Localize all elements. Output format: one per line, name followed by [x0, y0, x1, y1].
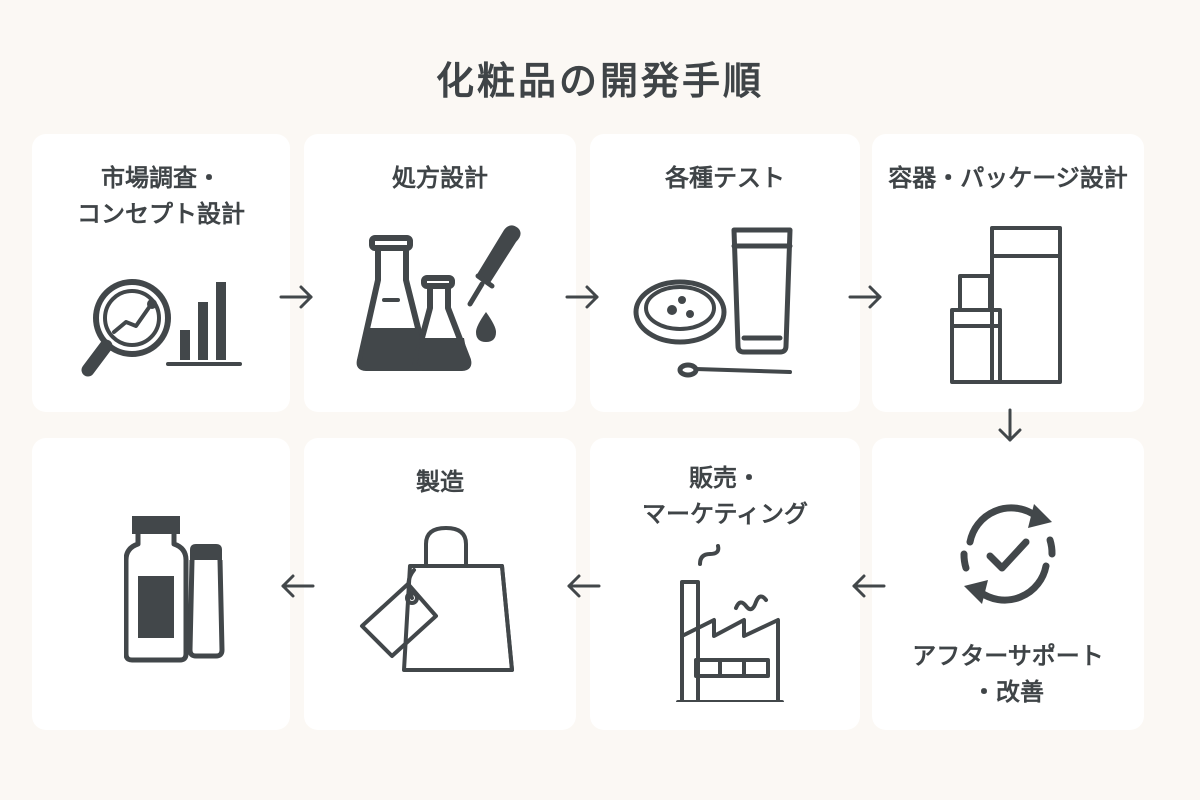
product-bottle-icon: [124, 514, 234, 664]
step-label-line: 容器・パッケージ設計: [888, 164, 1128, 192]
arrow-left-icon: [848, 566, 888, 606]
bottles-icon: [946, 222, 1076, 384]
step-label-line: コンセプト設計: [77, 200, 245, 228]
step-label: 市場調査・ コンセプト設計: [32, 160, 290, 232]
arrow-left-icon: [563, 566, 603, 606]
step-label: 容器・パッケージ設計: [872, 160, 1144, 196]
step-card-testing: 各種テスト: [590, 134, 860, 412]
flask-dropper-icon: [354, 220, 534, 380]
arrow-right-icon: [277, 277, 317, 317]
step-label-line: アフターサポート: [912, 642, 1104, 670]
step-label-line: 販売・: [689, 464, 761, 492]
step-card-formulation: 処方設計: [304, 134, 576, 412]
shopping-bag-tag-icon: [356, 524, 526, 674]
step-label-line: 製造: [416, 468, 464, 496]
step-label: 販売・ マーケティング: [590, 460, 860, 532]
arrow-left-icon: [277, 566, 317, 606]
arrow-right-icon: [563, 277, 603, 317]
step-label: 処方設計: [304, 160, 576, 196]
step-card-market-research: 市場調査・ コンセプト設計: [32, 134, 290, 412]
step-label-line: マーケティング: [641, 500, 809, 528]
arrow-right-icon: [846, 277, 886, 317]
step-card-manufacturing: 製造: [304, 438, 576, 730]
step-card-after-support: アフターサポート ・改善: [872, 438, 1144, 730]
step-label-line: ・改善: [972, 678, 1044, 706]
cycle-check-icon: [952, 498, 1064, 610]
step-label-line: 処方設計: [392, 164, 488, 192]
step-label: 製造: [304, 464, 576, 500]
factory-icon: [674, 542, 794, 702]
arrow-down-icon: [990, 406, 1030, 446]
step-card-packaging: 容器・パッケージ設計: [872, 134, 1144, 412]
step-label-line: 市場調査・: [101, 164, 221, 192]
step-label: アフターサポート ・改善: [872, 638, 1144, 710]
step-card-sales: 販売・ マーケティング: [590, 438, 860, 730]
step-label: 各種テスト: [590, 160, 860, 196]
petri-tube-icon: [630, 220, 830, 380]
step-card-product: [32, 438, 290, 730]
page-title: 化粧品の開発手順: [435, 59, 764, 103]
step-label-line: 各種テスト: [665, 164, 785, 192]
magnifier-chart-icon: [80, 272, 250, 392]
